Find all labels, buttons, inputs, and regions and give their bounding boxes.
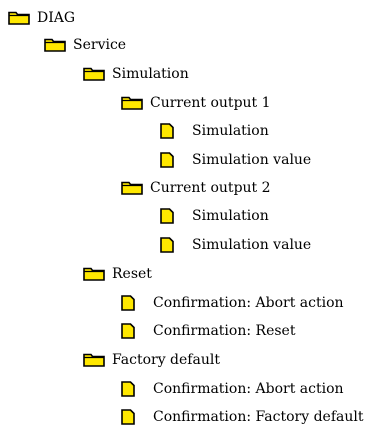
tree-leaf-factory-confirm-default[interactable]: Confirmation: Factory default <box>121 407 363 427</box>
folder-icon <box>83 353 105 367</box>
tree-leaf-label: Confirmation: Factory default <box>153 409 364 425</box>
tree-node-label: Current output 1 <box>150 95 271 111</box>
tree-leaf-co2-simulation-value[interactable]: Simulation value <box>160 235 311 255</box>
tree-node-current-output-1[interactable]: Current output 1 <box>121 93 271 113</box>
tree-leaf-reset-abort-action[interactable]: Confirmation: Abort action <box>121 293 344 313</box>
document-icon <box>160 123 174 139</box>
tree-leaf-co1-simulation[interactable]: Simulation <box>160 121 269 141</box>
tree-leaf-label: Confirmation: Abort action <box>153 381 344 397</box>
tree-leaf-label: Confirmation: Reset <box>153 323 296 339</box>
tree-node-service[interactable]: Service <box>44 35 126 55</box>
folder-icon <box>121 181 143 195</box>
tree-node-label: Simulation <box>112 66 189 82</box>
tree-leaf-co2-simulation[interactable]: Simulation <box>160 206 269 226</box>
tree-node-label: Current output 2 <box>150 180 271 196</box>
tree-node-label: Service <box>73 37 127 53</box>
tree-node-reset[interactable]: Reset <box>83 264 152 284</box>
tree-node-label: DIAG <box>37 10 76 26</box>
tree-node-simulation[interactable]: Simulation <box>83 64 189 84</box>
folder-icon <box>83 67 105 81</box>
tree-node-diag[interactable]: DIAG <box>8 8 75 28</box>
document-icon <box>121 409 135 425</box>
document-icon <box>160 237 174 253</box>
tree-leaf-label: Simulation value <box>192 152 312 168</box>
folder-icon <box>121 96 143 110</box>
document-icon <box>160 208 174 224</box>
tree-leaf-label: Simulation <box>192 208 269 224</box>
document-icon <box>121 381 135 397</box>
tree-leaf-co1-simulation-value[interactable]: Simulation value <box>160 150 311 170</box>
tree-leaf-label: Simulation <box>192 123 269 139</box>
tree-node-factory-default[interactable]: Factory default <box>83 350 220 370</box>
folder-icon <box>44 38 66 52</box>
tree-leaf-factory-abort-action[interactable]: Confirmation: Abort action <box>121 379 344 399</box>
document-icon <box>121 323 135 339</box>
tree-node-label: Factory default <box>112 352 220 368</box>
folder-icon <box>8 11 30 25</box>
tree-leaf-label: Confirmation: Abort action <box>153 295 344 311</box>
folder-icon <box>83 267 105 281</box>
tree-node-label: Reset <box>112 266 152 282</box>
document-icon <box>121 295 135 311</box>
document-icon <box>160 152 174 168</box>
tree-node-current-output-2[interactable]: Current output 2 <box>121 178 271 198</box>
tree-leaf-label: Simulation value <box>192 237 312 253</box>
tree-leaf-reset-confirm-reset[interactable]: Confirmation: Reset <box>121 321 295 341</box>
